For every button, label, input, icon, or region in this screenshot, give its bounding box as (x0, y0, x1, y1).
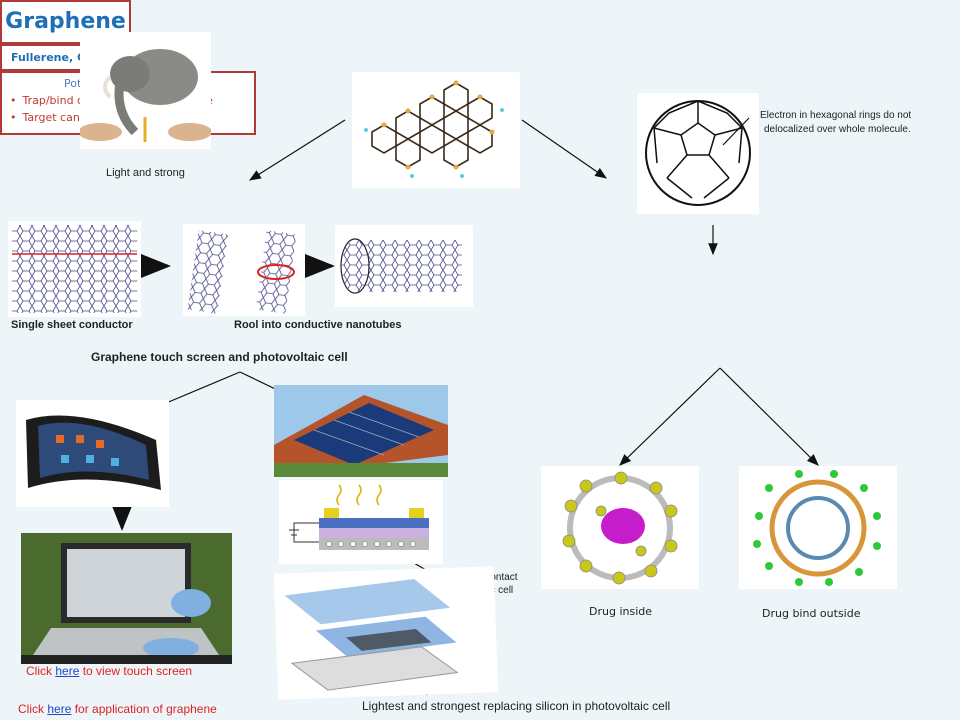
app-link-prefix: Click (18, 702, 48, 716)
rool-label: Rool into conductive nanotubes (234, 319, 402, 331)
fullerene-note-line1: Electron in hexagonal rings do not (760, 110, 912, 121)
flexible-phone-image (16, 400, 169, 507)
touch-screen-link-row: Click here to view touch screen (26, 664, 192, 678)
rolling-sheet-image (183, 224, 305, 316)
graphene-layers-image (273, 566, 499, 700)
single-sheet-label: Single sheet conductor (11, 319, 133, 331)
fullerene-note-line2: delocalized over whole molecule. (764, 124, 911, 135)
application-link[interactable]: here (47, 702, 72, 716)
drug-outside-image (739, 466, 897, 589)
drug-outside-label: Drug bind outside (762, 607, 861, 620)
application-link-row: Click here for application of graphene (18, 702, 217, 716)
touch-screen-photo (21, 533, 232, 664)
touch-link-prefix: Click (26, 664, 56, 678)
pv-cell-diagram (279, 480, 443, 564)
touch-pv-heading: Graphene touch screen and photovoltaic c… (91, 350, 348, 364)
single-sheet-image (8, 221, 141, 317)
nanotube-image (335, 225, 473, 307)
drug-inside-label: Drug inside (589, 605, 653, 618)
light-strong-label: Light and strong (106, 167, 185, 179)
fullerene-image (637, 93, 759, 214)
graphene-sheet-image (352, 72, 520, 188)
touch-link-suffix: to view touch screen (79, 664, 193, 678)
elephant-image (80, 32, 211, 149)
touch-screen-link[interactable]: here (55, 664, 80, 678)
drug-inside-image (541, 466, 699, 589)
app-link-suffix: for application of graphene (71, 702, 217, 716)
solar-house-image (274, 385, 448, 477)
lightest-label: Lightest and strongest replacing silicon… (362, 699, 671, 713)
